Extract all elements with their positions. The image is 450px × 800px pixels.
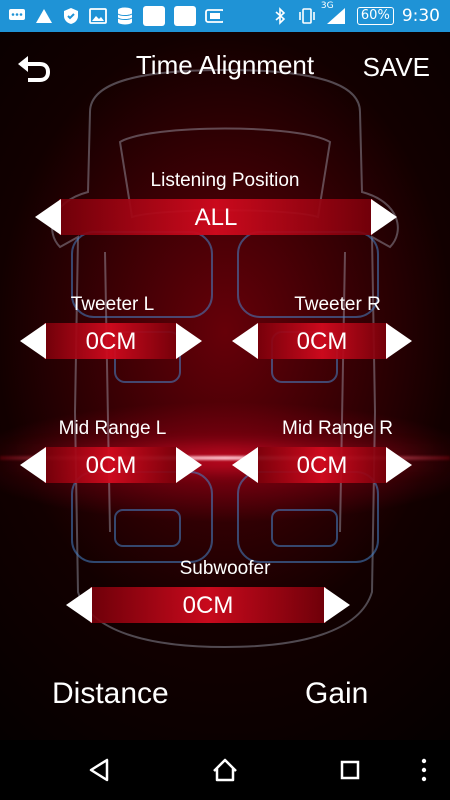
tab-gain[interactable]: Gain bbox=[305, 677, 369, 710]
status-clock: 9:30 bbox=[401, 6, 440, 26]
battery-indicator: 60% bbox=[356, 7, 394, 25]
tweeter-r-label: Tweeter R bbox=[294, 294, 381, 315]
mid-range-l-control: 0CM bbox=[20, 447, 202, 483]
navigation-bar bbox=[0, 740, 450, 800]
subwoofer-value: 0CM bbox=[182, 592, 234, 619]
tweeter-l-control: 0CM bbox=[20, 323, 202, 359]
decrease-arrow-icon[interactable] bbox=[232, 447, 258, 483]
tweeter-l-label: Tweeter L bbox=[70, 294, 155, 315]
decrease-arrow-icon[interactable] bbox=[66, 587, 92, 623]
app-notification-icon bbox=[143, 6, 165, 26]
mid-range-r-value: 0CM bbox=[296, 452, 348, 479]
mid-range-r-control: 0CM bbox=[232, 447, 412, 483]
tab-distance[interactable]: Distance bbox=[52, 677, 169, 710]
bluetooth-icon bbox=[271, 7, 289, 25]
app-notification-icon bbox=[174, 6, 196, 26]
chat-bubble-icon bbox=[8, 7, 26, 25]
value-bar bbox=[44, 447, 178, 483]
tweeter-r-value: 0CM bbox=[296, 328, 348, 355]
mid-range-r-label: Mid Range R bbox=[282, 418, 393, 439]
network-type: 3G bbox=[320, 1, 334, 11]
vibrate-icon bbox=[297, 7, 315, 25]
subwoofer-label: Subwoofer bbox=[179, 558, 271, 579]
back-button[interactable] bbox=[14, 52, 54, 84]
light-flare-line bbox=[0, 456, 450, 460]
signal-icon: 3G bbox=[321, 1, 349, 25]
nav-recents-icon[interactable] bbox=[335, 755, 365, 785]
database-icon bbox=[116, 7, 134, 25]
subwoofer-control: 0CM bbox=[66, 587, 350, 623]
time-alignment-screen: Time Alignment SAVE Listening Position A… bbox=[0, 32, 450, 740]
right-arrow-icon[interactable] bbox=[371, 199, 397, 235]
increase-arrow-icon[interactable] bbox=[176, 323, 202, 359]
mid-range-l-label: Mid Range L bbox=[58, 418, 167, 439]
page-title: Time Alignment bbox=[135, 50, 315, 80]
increase-arrow-icon[interactable] bbox=[386, 323, 412, 359]
image-icon bbox=[89, 7, 107, 25]
left-arrow-icon[interactable] bbox=[35, 199, 61, 235]
mid-range-l-value: 0CM bbox=[85, 452, 137, 479]
car-outline-illustration bbox=[51, 68, 399, 649]
increase-arrow-icon[interactable] bbox=[386, 447, 412, 483]
status-bar: 3G 60% 9:30 bbox=[0, 0, 450, 32]
decrease-arrow-icon[interactable] bbox=[20, 323, 46, 359]
decrease-arrow-icon[interactable] bbox=[20, 447, 46, 483]
shield-icon bbox=[62, 7, 80, 25]
decrease-arrow-icon[interactable] bbox=[232, 323, 258, 359]
back-arrow-icon bbox=[18, 56, 51, 82]
tweeter-l-value: 0CM bbox=[85, 328, 137, 355]
save-button[interactable]: SAVE bbox=[362, 52, 430, 82]
value-bar bbox=[256, 447, 388, 483]
tweeter-r-control: 0CM bbox=[232, 323, 412, 359]
increase-arrow-icon[interactable] bbox=[324, 587, 350, 623]
overflow-menu-icon[interactable] bbox=[416, 755, 432, 785]
listening-position-label: Listening Position bbox=[150, 170, 300, 191]
warning-triangle-icon bbox=[35, 7, 53, 25]
card-icon bbox=[205, 7, 223, 25]
increase-arrow-icon[interactable] bbox=[176, 447, 202, 483]
value-bar bbox=[256, 323, 388, 359]
nav-back-icon[interactable] bbox=[85, 755, 115, 785]
value-bar bbox=[44, 323, 178, 359]
value-bar bbox=[59, 199, 373, 235]
nav-home-icon[interactable] bbox=[210, 755, 240, 785]
listening-position-value: ALL bbox=[194, 204, 238, 231]
listening-position-selector: ALL bbox=[35, 199, 397, 235]
value-bar bbox=[90, 587, 326, 623]
